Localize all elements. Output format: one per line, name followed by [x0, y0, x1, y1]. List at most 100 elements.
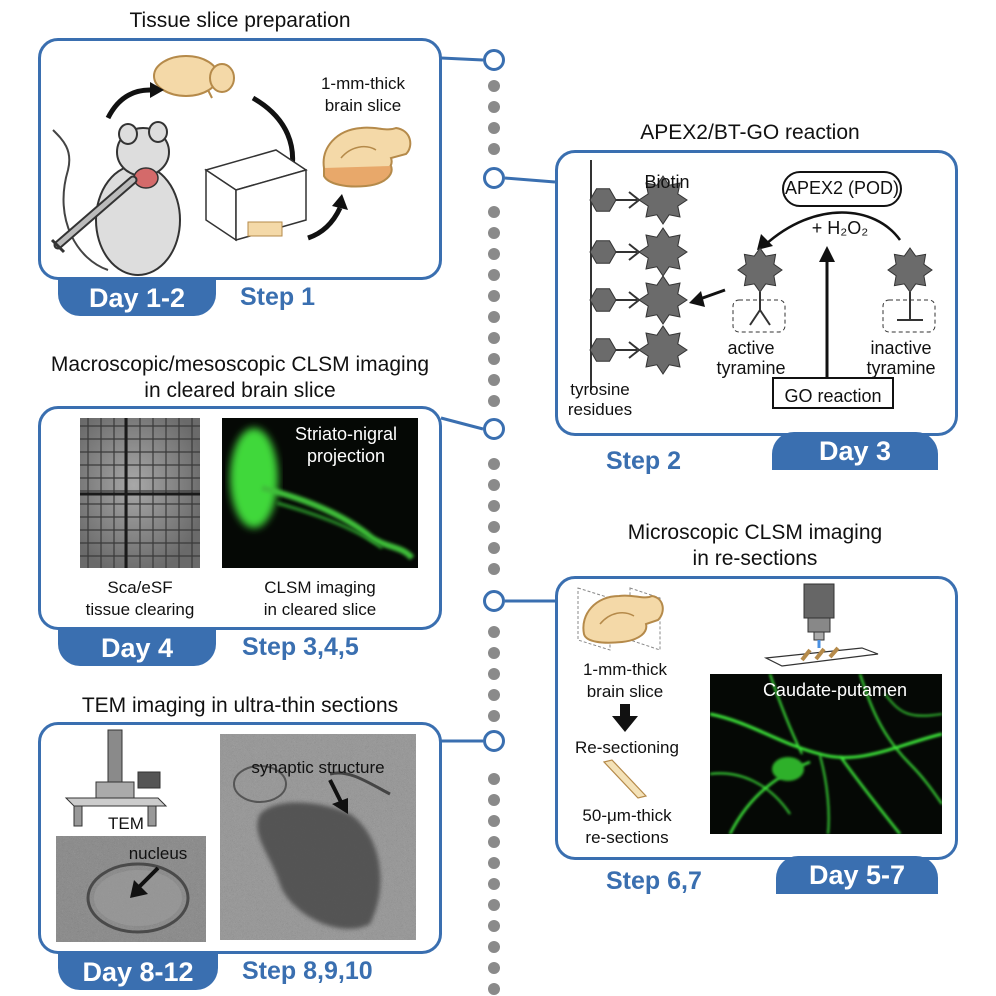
timeline-dot [488, 647, 500, 659]
timeline-dot [488, 374, 500, 386]
timeline-dot [488, 563, 500, 575]
cleared-slice-image [80, 418, 200, 568]
timeline-dot [488, 836, 500, 848]
go-reaction-label: GO reaction [784, 386, 882, 406]
step67-title-line1: Microscopic CLSM imaging [627, 521, 883, 544]
tyrosine-hexagon [589, 338, 617, 362]
timeline-dot [488, 689, 500, 701]
nucleus-arrow-icon [130, 866, 160, 898]
tyrosine-residues-line2: residues [567, 400, 633, 419]
step8-day-tab: Day 8-12 [58, 954, 218, 990]
synaptic-structure-label: synaptic structure [251, 758, 385, 777]
step67-day-tab: Day 5-7 [776, 856, 938, 894]
timeline-dot [488, 80, 500, 92]
vibratome-illustration [204, 149, 308, 242]
timeline-dot [488, 290, 500, 302]
clsm-caption-line2: in cleared slice [263, 600, 377, 619]
resection-strip-illustration [602, 759, 648, 799]
timeline-dot [488, 143, 500, 155]
active-tyramine-bond [749, 292, 771, 326]
timeline-dot [488, 479, 500, 491]
timeline-dot [488, 269, 500, 281]
timeline-dot [488, 626, 500, 638]
timeline-dot [488, 542, 500, 554]
biotin-label: Biotin [644, 172, 690, 192]
timeline-dot [488, 794, 500, 806]
step8-title: TEM imaging in ultra-thin sections [81, 694, 399, 717]
brain-slice-illustration [322, 126, 412, 188]
timeline-dot [488, 941, 500, 953]
resec-slice-line1: 1-mm-thick [582, 660, 668, 679]
timeline-dot [488, 227, 500, 239]
step67-title-line2: in re-sections [692, 547, 818, 570]
timeline-dot [488, 458, 500, 470]
timeline-dot [488, 962, 500, 974]
down-arrow-icon [612, 704, 638, 732]
step2-day-tab: Day 3 [772, 432, 938, 470]
synapse-em-image [220, 734, 416, 940]
inactive-tyramine-star [887, 247, 933, 293]
timeline-node-step345 [483, 418, 505, 440]
tem-label: TEM [108, 814, 144, 833]
clsm-caption-line1: CLSM imaging [264, 578, 376, 597]
tyrosine-hexagon [589, 288, 617, 312]
timeline-node-step8 [483, 730, 505, 752]
inactive-tyramine-box [882, 299, 936, 333]
timeline-dot [488, 521, 500, 533]
step345-title-line2: in cleared brain slice [144, 379, 336, 402]
timeline-dot [488, 122, 500, 134]
apex2-reaction-diagram [589, 160, 936, 409]
apex2-label: APEX2 (POD) [784, 178, 900, 198]
nucleus-label: nucleus [128, 844, 188, 863]
timeline-dot [488, 395, 500, 407]
microscope-objective-icon [763, 583, 879, 667]
striato-nigral-image [222, 418, 418, 568]
tyrosine-residues-line1: tyrosine [570, 380, 630, 399]
timeline-dot [488, 815, 500, 827]
timeline-dot [488, 899, 500, 911]
resec-thick-line2: re-sections [585, 828, 669, 847]
timeline-dot [488, 353, 500, 365]
step8-step-label: Step 8,9,10 [242, 957, 373, 985]
timeline-node-step67 [483, 590, 505, 612]
step345-title-line1: Macroscopic/mesoscopic CLSM imaging [50, 353, 430, 376]
inactive-tyramine-line1: inactive [870, 338, 932, 358]
synapse-arrow-icon [328, 779, 348, 814]
clearing-caption-line2: tissue clearing [85, 600, 195, 619]
timeline-dot [488, 500, 500, 512]
mouse-injection-illustration [50, 121, 181, 276]
step2-step-label: Step 2 [606, 447, 682, 475]
striato-nigral-label-line1: Striato-nigral [294, 424, 398, 444]
inactive-tyramine-line2: tyramine [866, 358, 936, 378]
resec-slice-line2: brain slice [586, 682, 664, 701]
resectioning-label: Re-sectioning [575, 738, 679, 757]
timeline-dot [488, 983, 500, 995]
biotin-star [638, 227, 688, 277]
timeline-dot [488, 248, 500, 260]
active-tyramine-line1: active [727, 338, 775, 358]
timeline-dot [488, 878, 500, 890]
tem-microscope-icon [64, 729, 168, 827]
brain-illustration [153, 55, 235, 99]
active-tyramine-line2: tyramine [716, 358, 786, 378]
timeline-dot [488, 311, 500, 323]
striato-nigral-label-line2: projection [306, 446, 386, 466]
step2-title: APEX2/BT-GO reaction [640, 121, 860, 144]
slice-label-line1: 1-mm-thick [320, 74, 406, 93]
h2o2-label: + H₂O₂ [811, 218, 869, 238]
timeline-dot [488, 332, 500, 344]
tyrosine-hexagon [589, 188, 617, 212]
timeline-dot [488, 206, 500, 218]
active-tyramine-box [732, 299, 786, 333]
caudate-putamen-image [710, 674, 942, 834]
tyrosine-hexagon [589, 240, 617, 264]
timeline-dot [488, 920, 500, 932]
step1-day-tab: Day 1-2 [58, 280, 216, 316]
timeline-dot [488, 668, 500, 680]
timeline-dot [488, 857, 500, 869]
step1-step-label: Step 1 [240, 283, 316, 311]
biotin-star [638, 275, 688, 325]
step67-step-label: Step 6,7 [606, 867, 702, 895]
slice-label-line2: brain slice [324, 96, 402, 115]
